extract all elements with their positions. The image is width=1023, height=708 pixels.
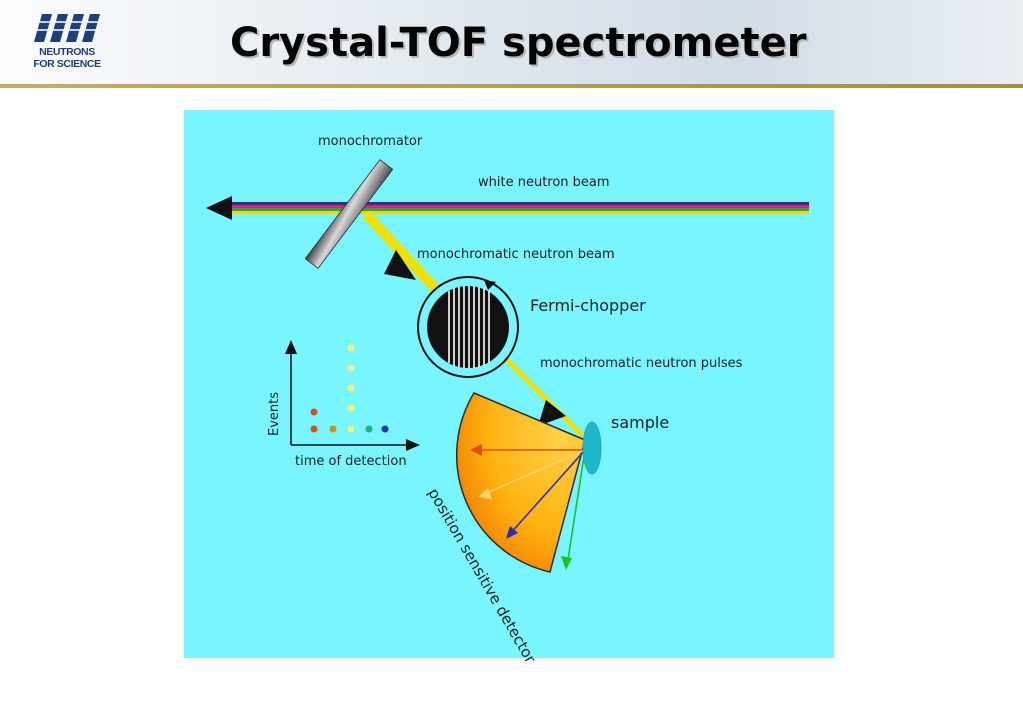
logo-line-1: NEUTRONS <box>39 46 95 58</box>
monochromator <box>304 159 394 269</box>
monochromator-label: monochromator <box>318 134 423 149</box>
position-sensitive-detector <box>455 392 586 573</box>
tof-inset-plot <box>285 340 420 451</box>
ill-logo: NEUTRONS FOR SCIENCE <box>32 12 102 76</box>
spectrometer-diagram: monochromator white neutron beam monochr… <box>184 110 834 666</box>
mono-beam-label: monochromatic neutron beam <box>417 247 615 262</box>
monochromatic-beam <box>362 210 450 304</box>
white-neutron-beam <box>206 196 809 220</box>
fermi-chopper-label: Fermi-chopper <box>530 296 646 315</box>
rotation-arrow-icon <box>484 280 496 290</box>
sample <box>582 421 602 475</box>
scattered-neutrons <box>470 444 586 570</box>
ill-logo-mark <box>32 14 102 42</box>
event-dots <box>310 344 389 433</box>
logo-wordmark: NEUTRONS FOR SCIENCE <box>32 46 102 70</box>
page-title: Crystal-TOF spectrometer <box>230 20 807 66</box>
header-divider <box>0 84 1023 88</box>
logo-line-2: FOR SCIENCE <box>33 58 101 70</box>
neutron-pulses-beam <box>500 353 584 437</box>
time-axis-label: time of detection <box>295 454 407 469</box>
sample-label: sample <box>611 413 670 432</box>
pulses-label: monochromatic neutron pulses <box>540 356 743 371</box>
events-axis-label: Events <box>267 391 282 436</box>
y-axis-arrowhead <box>285 340 297 354</box>
diagram-graphics <box>206 159 809 573</box>
mono-beam-arrowhead <box>384 250 416 280</box>
slide-header: NEUTRONS FOR SCIENCE Crystal-TOF spectro… <box>0 0 1023 84</box>
pulses-arrowhead <box>538 400 566 426</box>
beam-arrowhead <box>206 196 232 220</box>
white-beam-label: white neutron beam <box>478 175 610 190</box>
fermi-chopper <box>417 276 519 378</box>
x-axis-arrowhead <box>406 439 420 451</box>
